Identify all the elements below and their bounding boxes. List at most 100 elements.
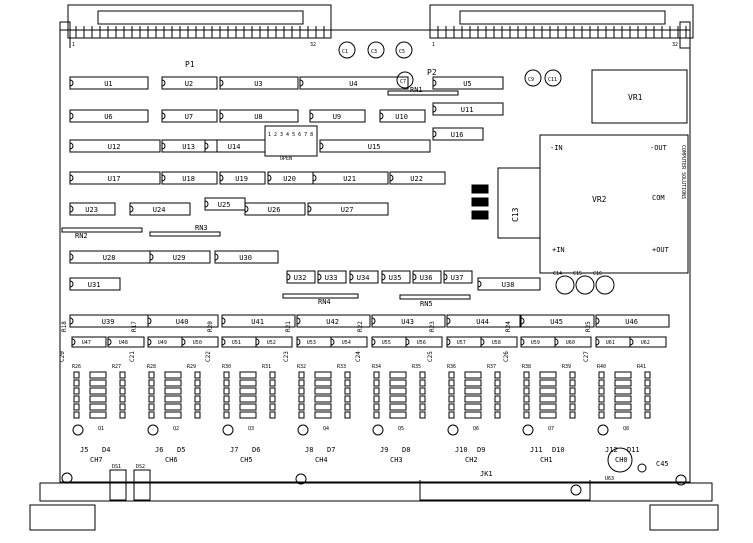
chip-u57: U57	[446, 336, 482, 348]
chip-label: U29	[173, 254, 186, 262]
chip-u10: U10	[379, 109, 426, 123]
chip-u42: U42	[296, 314, 371, 328]
side-cap-c24: C24	[355, 351, 362, 362]
chip-label: U7	[185, 113, 193, 121]
chip-u1: U1	[69, 76, 149, 90]
channel-label: CH3	[390, 456, 403, 464]
chip-label: U23	[85, 206, 98, 214]
chip-label: U11	[461, 106, 474, 114]
rn-rn1: RN1	[387, 86, 459, 96]
chip-label: U4	[349, 80, 357, 88]
chip-u26: U26	[244, 202, 306, 216]
chip-u60: U60	[554, 336, 592, 348]
channel-label: CH2	[465, 456, 478, 464]
cap-c5: C5	[395, 41, 413, 59]
chip-label: U50	[193, 340, 202, 346]
ds1-label: DS1	[112, 464, 121, 470]
chip-label: U1	[104, 80, 112, 88]
cap-c9: C9	[524, 69, 542, 87]
side-cap-c21: C21	[129, 351, 136, 362]
chip-label: U27	[341, 206, 354, 214]
front-panel	[39, 482, 713, 502]
p1-pin-end: 32	[310, 42, 316, 48]
led-label: D8	[402, 446, 410, 454]
resistor-label: R33	[337, 364, 346, 370]
chip-label: U8	[254, 113, 262, 121]
chip-label: U10	[395, 113, 408, 121]
c45-part	[637, 463, 647, 473]
chip-u59: U59	[520, 336, 556, 348]
jack-label: J7	[230, 446, 238, 454]
resistor-label: R28	[147, 364, 156, 370]
p2-connector	[429, 4, 694, 39]
rn-label: RN5	[420, 300, 433, 308]
jack-label: J6	[155, 446, 163, 454]
c13-label: C13	[511, 207, 520, 222]
cap-c1: C1	[338, 41, 356, 59]
chip-label: U17	[108, 175, 121, 183]
chip-u36: U36	[412, 270, 442, 284]
resistor-label: R31	[262, 364, 271, 370]
chip-label: U45	[550, 318, 563, 326]
resistor-label: R34	[372, 364, 381, 370]
chip-label: U61	[606, 340, 615, 346]
chip-label: U5	[463, 80, 471, 88]
rn-rn4: RN4	[282, 293, 359, 306]
resistor-label: R32	[297, 364, 306, 370]
rn-rn5: RN5	[399, 294, 471, 308]
chip-label: U40	[176, 318, 189, 326]
chip-u9: U9	[309, 109, 366, 123]
resistor-label: R26	[72, 364, 81, 370]
resistor-label: R29	[187, 364, 196, 370]
rn-rn2: RN2	[61, 227, 143, 240]
chip-label: U24	[153, 206, 166, 214]
chip-label: U41	[251, 318, 264, 326]
chip-u35: U35	[381, 270, 411, 284]
p1-pin-start: 1	[72, 42, 75, 48]
chip-label: U57	[457, 340, 466, 346]
vr2-out-neg: -OUT	[650, 144, 668, 152]
resistor-label: R41	[637, 364, 646, 370]
led-label: D10	[552, 446, 565, 454]
dip-open: OPEN	[280, 156, 292, 162]
cap-c7: C7	[396, 71, 414, 89]
led-label: D6	[252, 446, 260, 454]
vr2-in-neg: -IN	[550, 144, 563, 152]
rn-label: RN2	[75, 232, 88, 240]
rn-label: RN1	[410, 86, 423, 94]
chip-u48: U48	[107, 336, 145, 348]
cap-c15: C15	[573, 271, 595, 295]
chip-u62: U62	[629, 336, 667, 348]
chip-label: U58	[492, 340, 501, 346]
chip-label: U18	[182, 175, 195, 183]
chip-u6: U6	[69, 109, 149, 123]
ds2-label: DS2	[136, 464, 145, 470]
jk1-label: JK1	[480, 470, 493, 478]
chip-u13: U13	[161, 139, 218, 153]
chip-u32: U32	[286, 270, 316, 284]
board-edge	[59, 29, 691, 483]
rn-label: RN3	[195, 224, 208, 232]
chip-u44: U44	[446, 314, 521, 328]
chip-u43: U43	[371, 314, 446, 328]
chip-u56: U56	[405, 336, 443, 348]
chip-u19: U19	[219, 171, 266, 185]
cap-label: C16	[593, 271, 602, 277]
p2-pin-end: 32	[672, 42, 678, 48]
vr2-out-pos: +OUT	[652, 246, 670, 254]
rn-label: RN4	[318, 298, 331, 306]
chip-u4: U4	[299, 76, 409, 90]
chip-label: U53	[307, 340, 316, 346]
chip-label: U13	[182, 143, 195, 151]
channel-label: CH4	[315, 456, 328, 464]
chip-u5: U5	[432, 76, 504, 90]
chip-u3: U3	[219, 76, 299, 90]
chip-u61: U61	[595, 336, 631, 348]
chip-u38: U38	[477, 277, 541, 291]
channel-label: CH1	[540, 456, 553, 464]
